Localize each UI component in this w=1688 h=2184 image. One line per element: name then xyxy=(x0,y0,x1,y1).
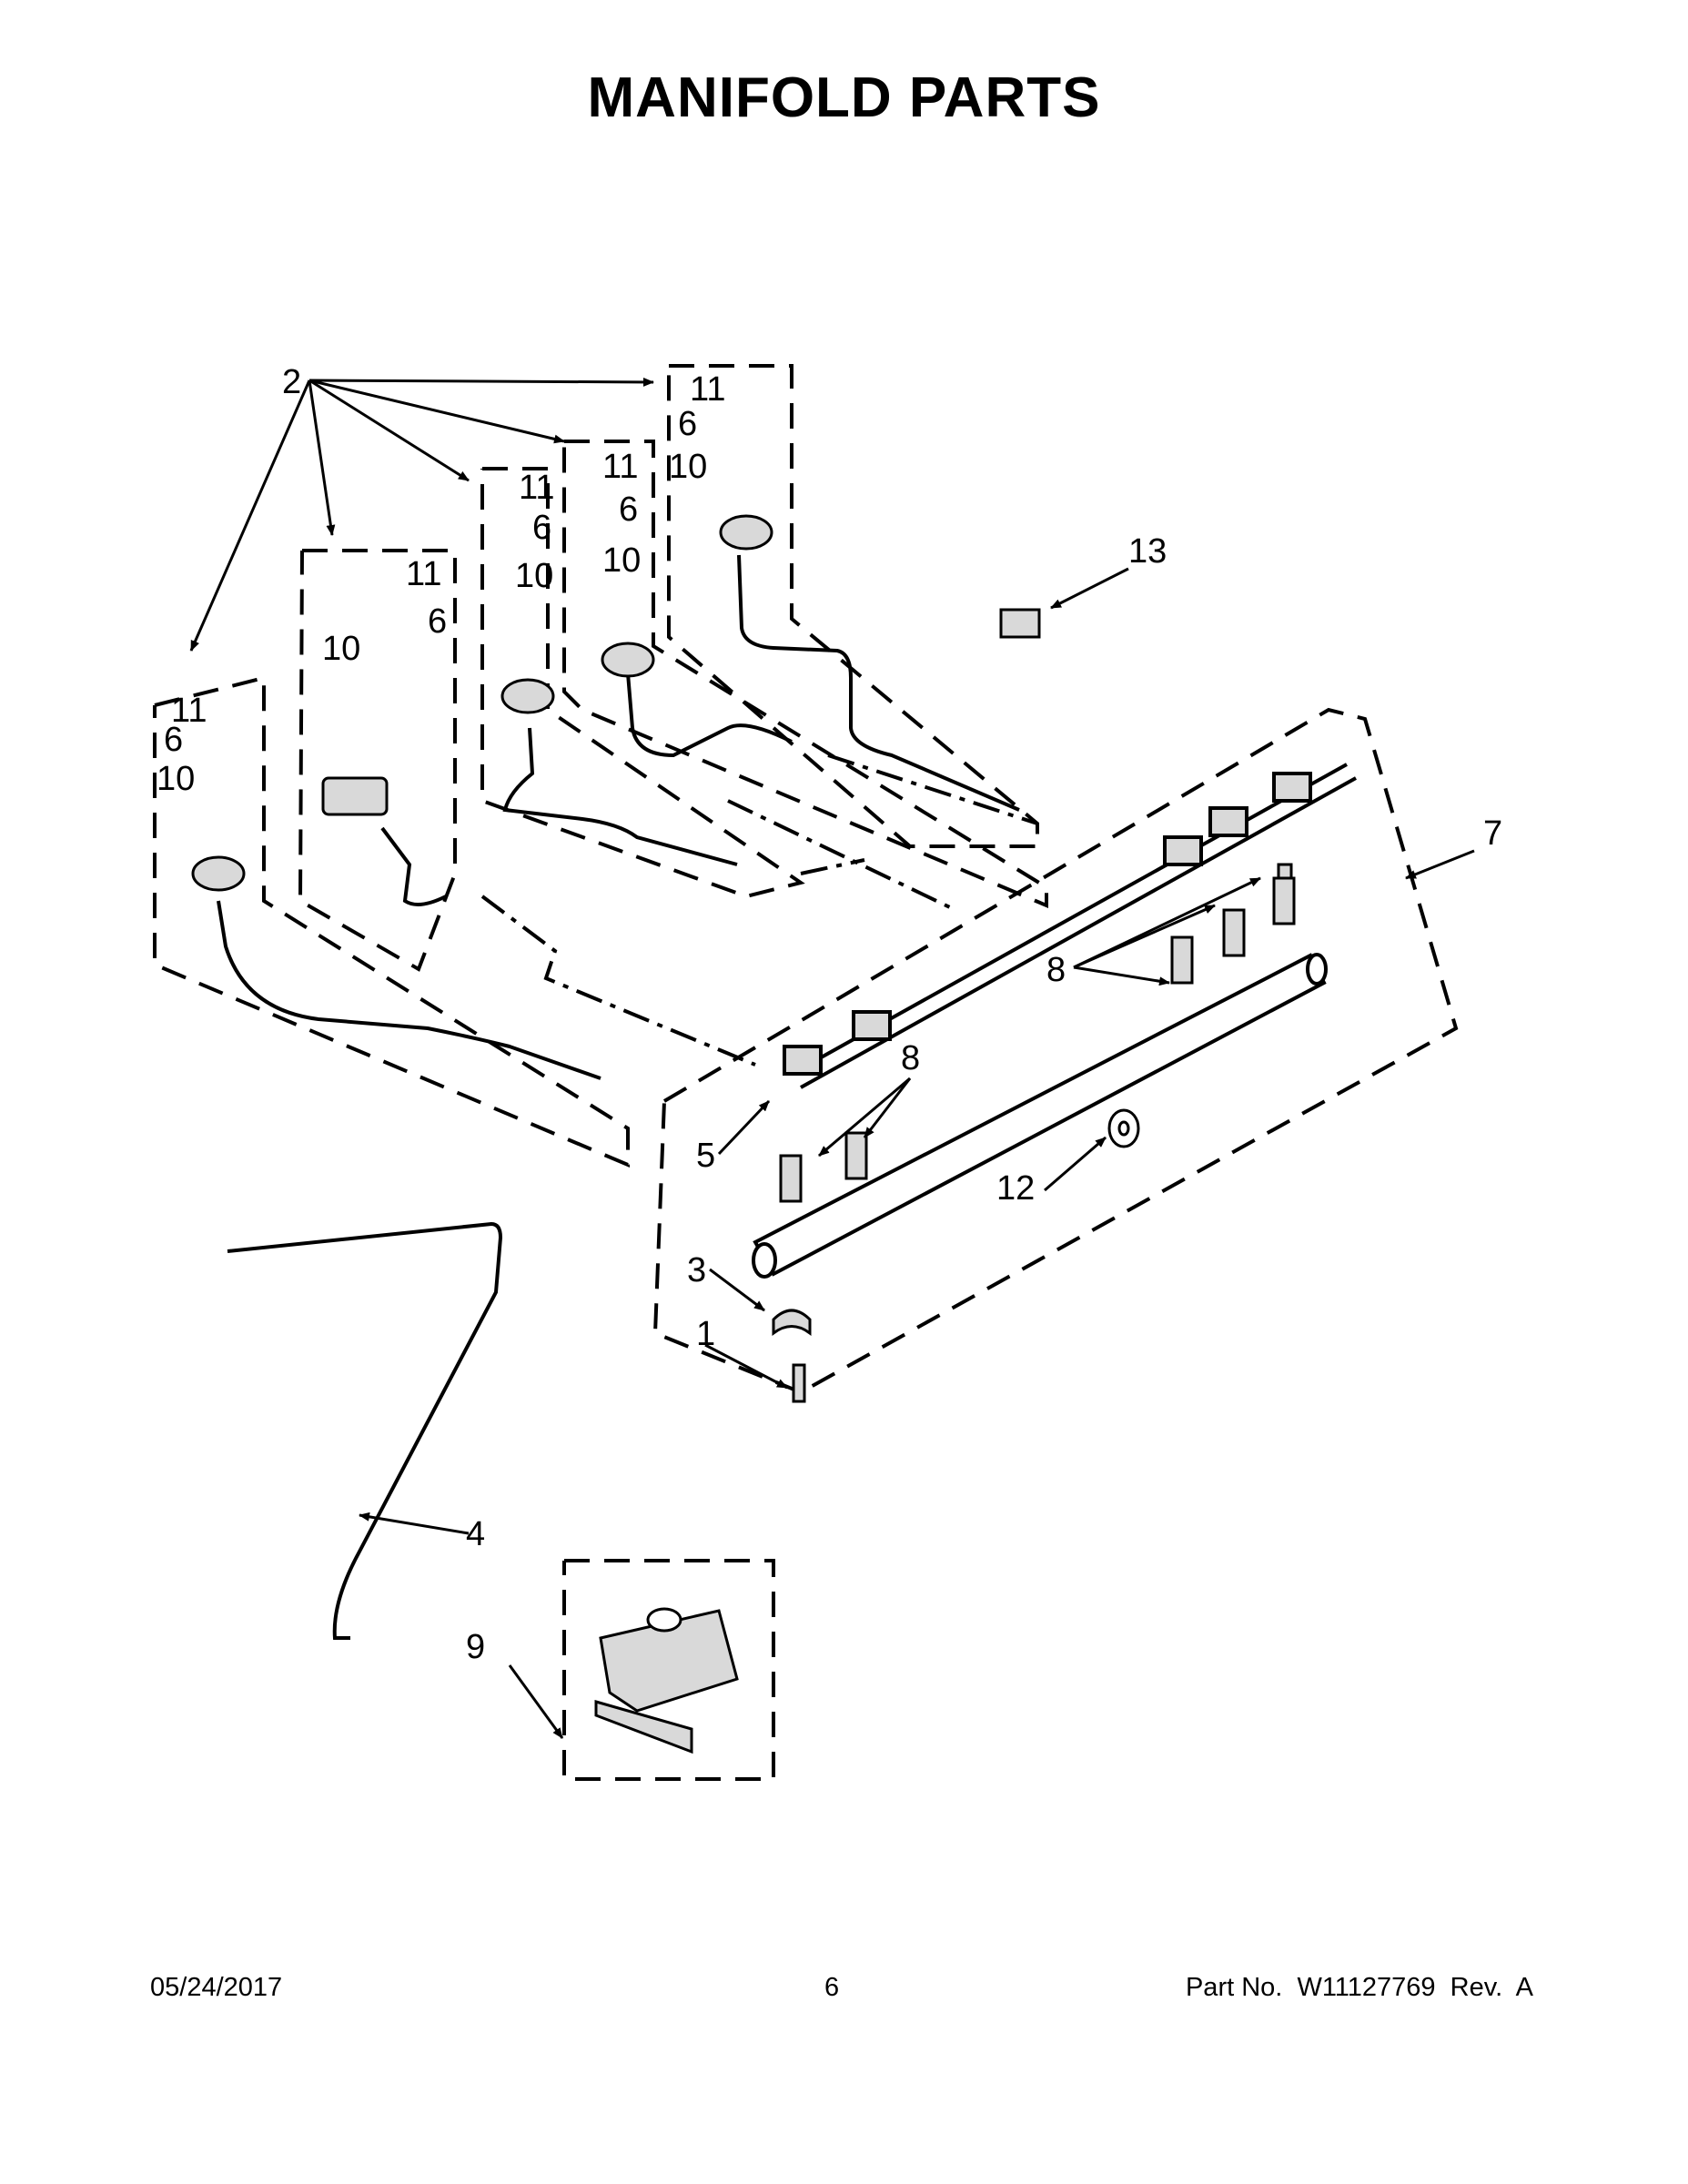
callout-12: 12 xyxy=(996,1169,1035,1208)
tube-far-left xyxy=(217,900,601,1080)
manifold-pipe xyxy=(752,953,1328,1279)
callout-11-c: 11 xyxy=(519,469,554,507)
callout-8-b: 8 xyxy=(901,1039,920,1077)
spark-module-13 xyxy=(999,608,1041,639)
pressure-regulator-9 xyxy=(594,1607,739,1754)
callout-2: 2 xyxy=(282,363,301,401)
bracket-3 xyxy=(772,1309,812,1336)
orifices xyxy=(779,863,1296,1203)
footer-page-number: 6 xyxy=(824,1973,840,2002)
switch-harness xyxy=(783,763,1357,1089)
callout-11-e: 11 xyxy=(171,692,207,730)
routing-path-d xyxy=(480,895,756,1067)
callout-1: 1 xyxy=(696,1315,715,1353)
callout-4: 4 xyxy=(466,1515,485,1553)
routing-paths xyxy=(480,753,1038,1067)
callout-10-c: 10 xyxy=(515,557,553,595)
washer-12 xyxy=(1107,1108,1140,1148)
manifold-group-outline xyxy=(652,707,1459,1395)
callout-9: 9 xyxy=(466,1628,485,1666)
callout-11-d: 11 xyxy=(406,555,441,593)
regulator-outline xyxy=(562,1559,775,1781)
routing-path-b xyxy=(727,799,956,912)
callout-13: 13 xyxy=(1128,532,1167,571)
callout-labels: 2 11 6 10 11 6 10 11 6 10 11 10 6 11 6 1… xyxy=(157,363,1502,1666)
page-title: MANIFOLD PARTS xyxy=(587,66,1101,129)
callout-7: 7 xyxy=(1483,814,1502,853)
valve-group-0-outline xyxy=(153,675,630,1168)
tube-4-line xyxy=(227,1221,503,1640)
callout-10-d: 10 xyxy=(322,630,360,668)
footer-part-number: Part No. W11127769 Rev. A xyxy=(1185,1973,1533,2002)
routing-path-c xyxy=(800,858,865,875)
valve-group-4-outline xyxy=(667,364,1039,848)
callout-3: 3 xyxy=(687,1251,706,1289)
valve-group-2-outline xyxy=(480,467,805,899)
routing-path-a xyxy=(827,753,1038,825)
callout-arrows xyxy=(189,377,1475,1739)
callout-10-b: 10 xyxy=(602,541,641,580)
callout-10-e: 10 xyxy=(157,760,195,798)
burner-valves xyxy=(191,514,773,892)
tube-center-left xyxy=(502,727,738,866)
callout-6-a: 6 xyxy=(678,405,697,443)
valve-group-3-outline xyxy=(562,440,1048,909)
gas-tubes xyxy=(217,554,1020,1640)
group-outlines xyxy=(153,364,1459,1781)
valve-group-1-outline xyxy=(298,549,457,972)
callout-10-a: 10 xyxy=(669,448,707,486)
callout-11-b: 11 xyxy=(602,448,638,486)
callout-8-a: 8 xyxy=(1046,951,1066,989)
callout-5: 5 xyxy=(696,1137,715,1175)
callout-11-a: 11 xyxy=(690,370,725,409)
callout-6-c: 6 xyxy=(532,509,551,547)
tube-center-right xyxy=(626,672,793,758)
callout-6-e: 6 xyxy=(164,721,183,759)
callout-6-d: 6 xyxy=(428,602,447,641)
footer-date: 05/24/2017 xyxy=(150,1973,283,2002)
tube-left xyxy=(380,826,447,906)
callout-6-b: 6 xyxy=(619,490,638,529)
screw-1 xyxy=(792,1363,806,1403)
tube-far-right xyxy=(737,554,1020,812)
